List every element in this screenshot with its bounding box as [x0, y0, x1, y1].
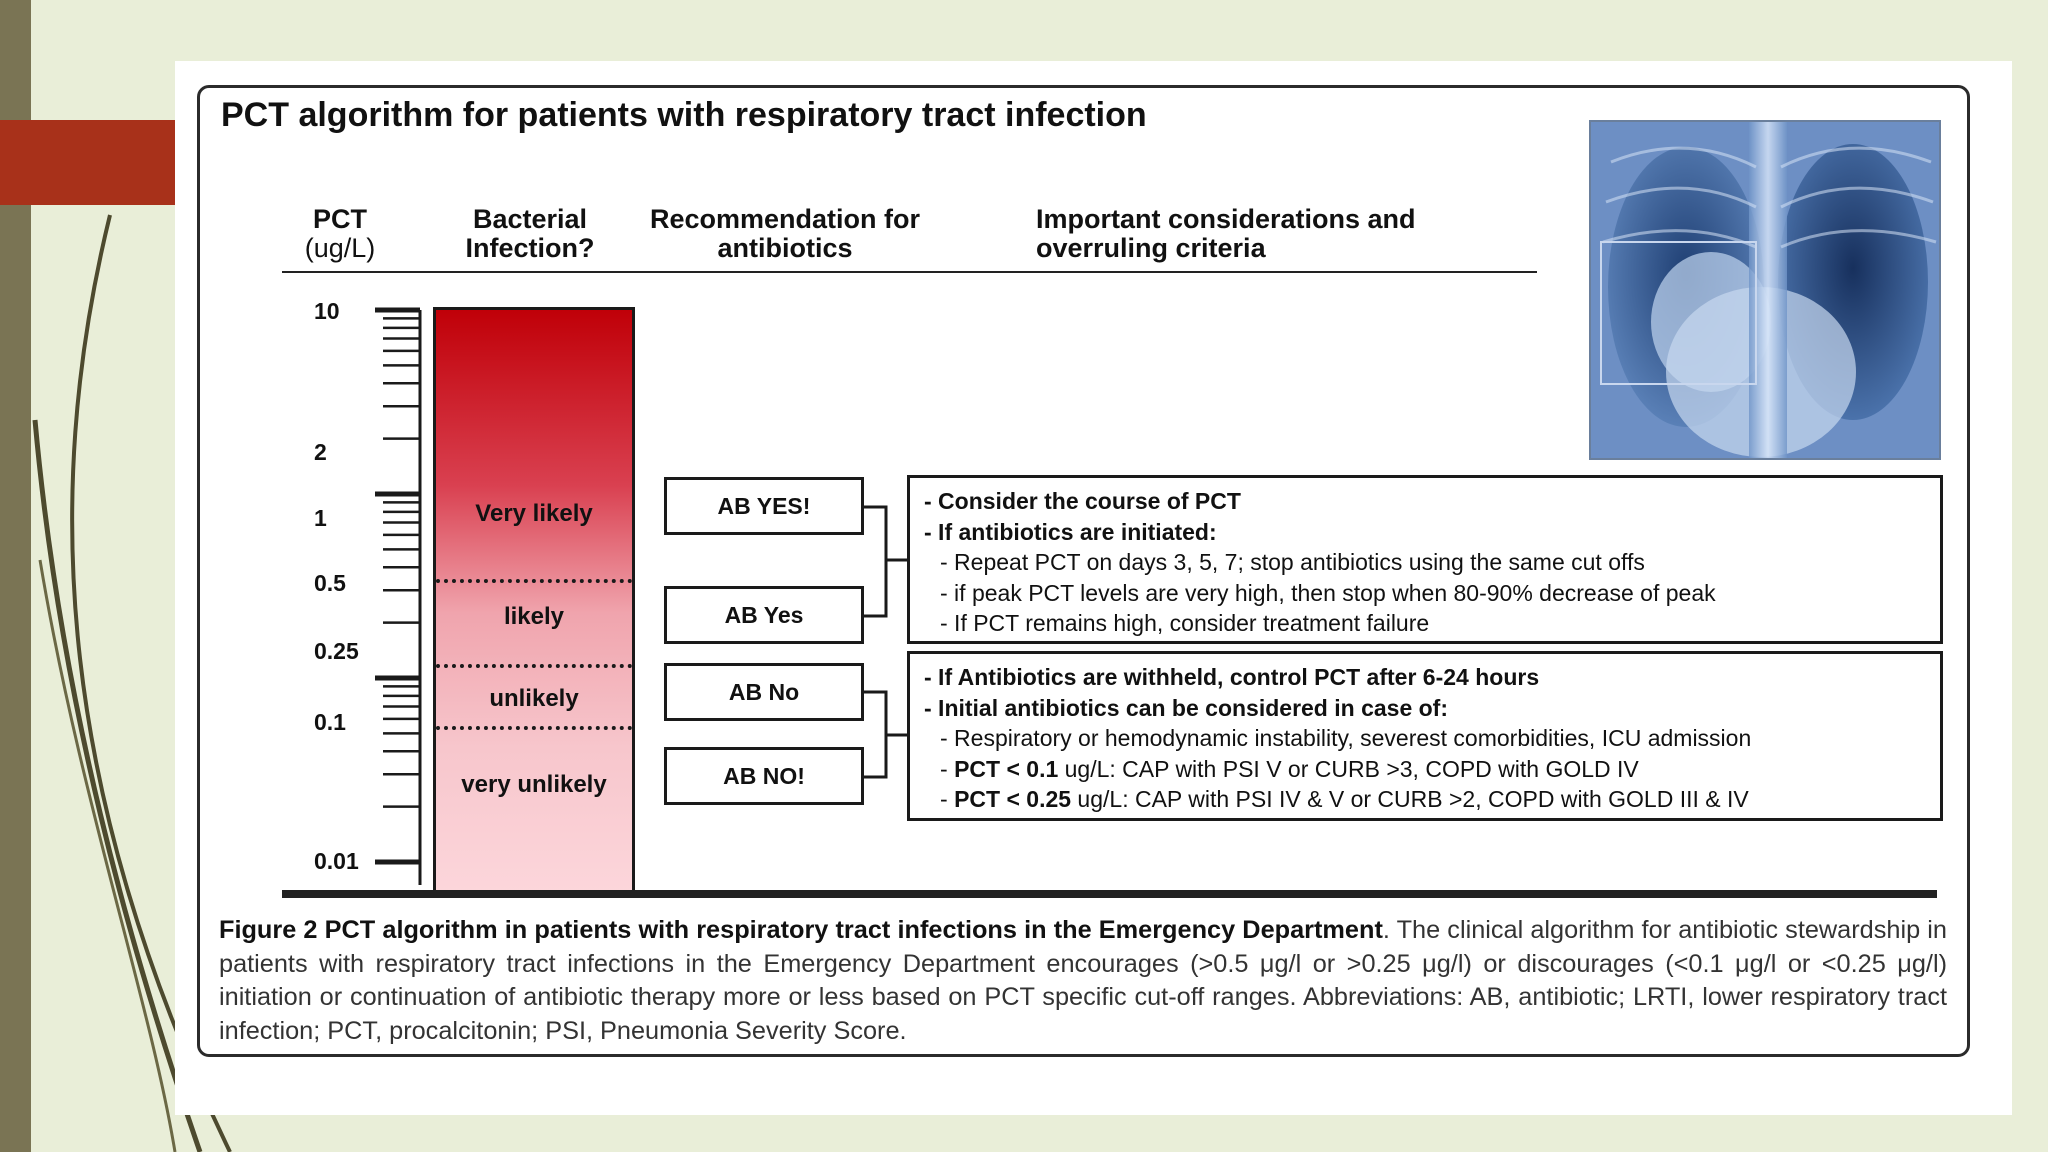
header-pct-unit: (ug/L)	[304, 233, 376, 263]
scale-label-0.1: 0.1	[314, 709, 346, 735]
figure-frame	[197, 85, 1970, 1057]
scale-label-10: 10	[314, 298, 340, 324]
figure-caption: Figure 2 PCT algorithm in patients with …	[219, 914, 1947, 1048]
header-pct-label: PCT	[313, 204, 367, 234]
recommendation-ab-no: AB No	[664, 663, 864, 721]
header-considerations: Important considerations and overruling …	[1036, 205, 1496, 263]
consideration-line: - Respiratory or hemodynamic instability…	[940, 725, 1752, 751]
header-recommendation-line2: antibiotics	[717, 233, 853, 263]
header-considerations-line1: Important considerations and	[1036, 204, 1416, 234]
consideration-line: - PCT < 0.1 ug/L: CAP with PSI V or CURB…	[924, 754, 1926, 785]
header-considerations-line2: overruling criteria	[1036, 233, 1266, 263]
pct-threshold: PCT < 0.25	[954, 786, 1072, 812]
figure-title: PCT algorithm for patients with respirat…	[221, 96, 1147, 134]
line-prefix: -	[940, 755, 955, 782]
caption-title: Figure 2 PCT algorithm in patients with …	[219, 916, 1383, 944]
zone-divider	[436, 726, 632, 730]
recommendation-ab-yes-strong: AB YES!	[664, 477, 864, 535]
decor-curve	[32, 419, 203, 1152]
consideration-line: - PCT < 0.25 ug/L: CAP with PSI IV & V o…	[924, 784, 1926, 815]
decor-curve	[70, 214, 232, 1152]
zone-very-unlikely: very unlikely	[461, 771, 607, 798]
figure-bottom-rule	[282, 890, 1937, 898]
accent-bar	[0, 120, 175, 205]
line-prefix: -	[940, 786, 955, 812]
zone-unlikely: unlikely	[489, 685, 579, 712]
line-rest: ug/L: CAP with PSI V or CURB >3, COPD wi…	[1058, 755, 1639, 782]
consideration-line: - If PCT remains high, consider treatmen…	[940, 610, 1430, 636]
header-bacterial-line2: Infection?	[465, 233, 595, 263]
zone-divider	[436, 664, 632, 668]
scale-label-0.01: 0.01	[314, 848, 359, 874]
bracket-lower	[864, 690, 888, 779]
scale-label-2: 2	[314, 439, 327, 465]
header-recommendation-line1: Recommendation for	[649, 204, 921, 234]
likelihood-bar	[433, 307, 635, 893]
line-rest: ug/L: CAP with PSI IV & V or CURB >2, CO…	[1071, 786, 1749, 812]
header-recommendation: Recommendation for antibiotics	[630, 205, 940, 263]
scale-label-1: 1	[314, 505, 327, 531]
considerations-lower: - If Antibiotics are withheld, control P…	[907, 651, 1943, 821]
zone-likely: likely	[503, 603, 565, 630]
considerations-upper: - Consider the course of PCT - If antibi…	[907, 475, 1943, 644]
scale-ticks	[375, 307, 422, 885]
consideration-line: - Consider the course of PCT	[924, 488, 1241, 514]
zone-very-likely: Very likely	[475, 500, 593, 527]
caption-body: . The clinical algorithm for antibiotic …	[219, 916, 1947, 1045]
scale-label-0.5: 0.5	[314, 570, 346, 596]
consideration-line: - If antibiotics are initiated:	[924, 518, 1217, 545]
scale-label-0.25: 0.25	[314, 638, 359, 664]
recommendation-ab-yes: AB Yes	[664, 586, 864, 644]
consideration-line: - Repeat PCT on days 3, 5, 7; stop antib…	[940, 549, 1645, 575]
header-pct: PCT (ug/L)	[290, 205, 390, 263]
pct-threshold: PCT < 0.1	[954, 755, 1059, 782]
consideration-line: - Initial antibiotics can be considered …	[924, 694, 1449, 721]
header-bacterial: Bacterial Infection?	[440, 205, 620, 263]
xray-graphic	[1591, 122, 1939, 458]
recommendation-ab-no-strong: AB NO!	[664, 747, 864, 805]
header-bacterial-line1: Bacterial	[472, 204, 588, 234]
zone-divider	[436, 579, 632, 583]
consideration-line: - If Antibiotics are withheld, control P…	[924, 664, 1540, 690]
consideration-line: - if peak PCT levels are very high, then…	[940, 579, 1716, 606]
decor-curve	[38, 559, 177, 1152]
bracket-upper	[864, 505, 888, 618]
header-rule	[282, 271, 1537, 273]
chest-xray-image	[1589, 120, 1941, 460]
